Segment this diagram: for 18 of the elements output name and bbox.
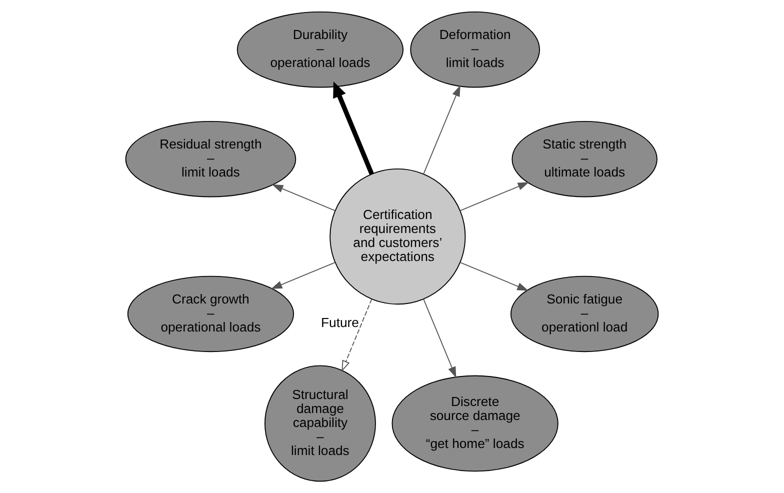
node-ellipse: Static strength – ultimate loads <box>512 121 658 198</box>
arrow <box>342 298 372 372</box>
edge-label: Future <box>321 314 359 330</box>
node-circle: Structural damage capability – limit loads <box>264 365 376 482</box>
arrow <box>423 85 460 174</box>
node-ellipse: Residual strength – limit loads <box>125 121 296 198</box>
arrow <box>460 262 528 291</box>
node-ellipse: Durability – operational loads <box>236 12 404 88</box>
arrow <box>460 182 530 212</box>
arrow <box>423 298 456 378</box>
node-ellipse: Sonic fatigue – operationl load <box>510 276 659 352</box>
node-ellipse: Deformation – limit loads <box>410 12 540 88</box>
node-ellipse: Discrete source damage – “get home” loads <box>392 375 558 472</box>
node-circle: Certification requirements and customers’ expectations <box>330 168 466 305</box>
arrow <box>270 262 336 290</box>
node-ellipse: Crack growth – operational loads <box>127 276 294 352</box>
arrow <box>272 184 336 212</box>
arrow <box>333 82 374 175</box>
